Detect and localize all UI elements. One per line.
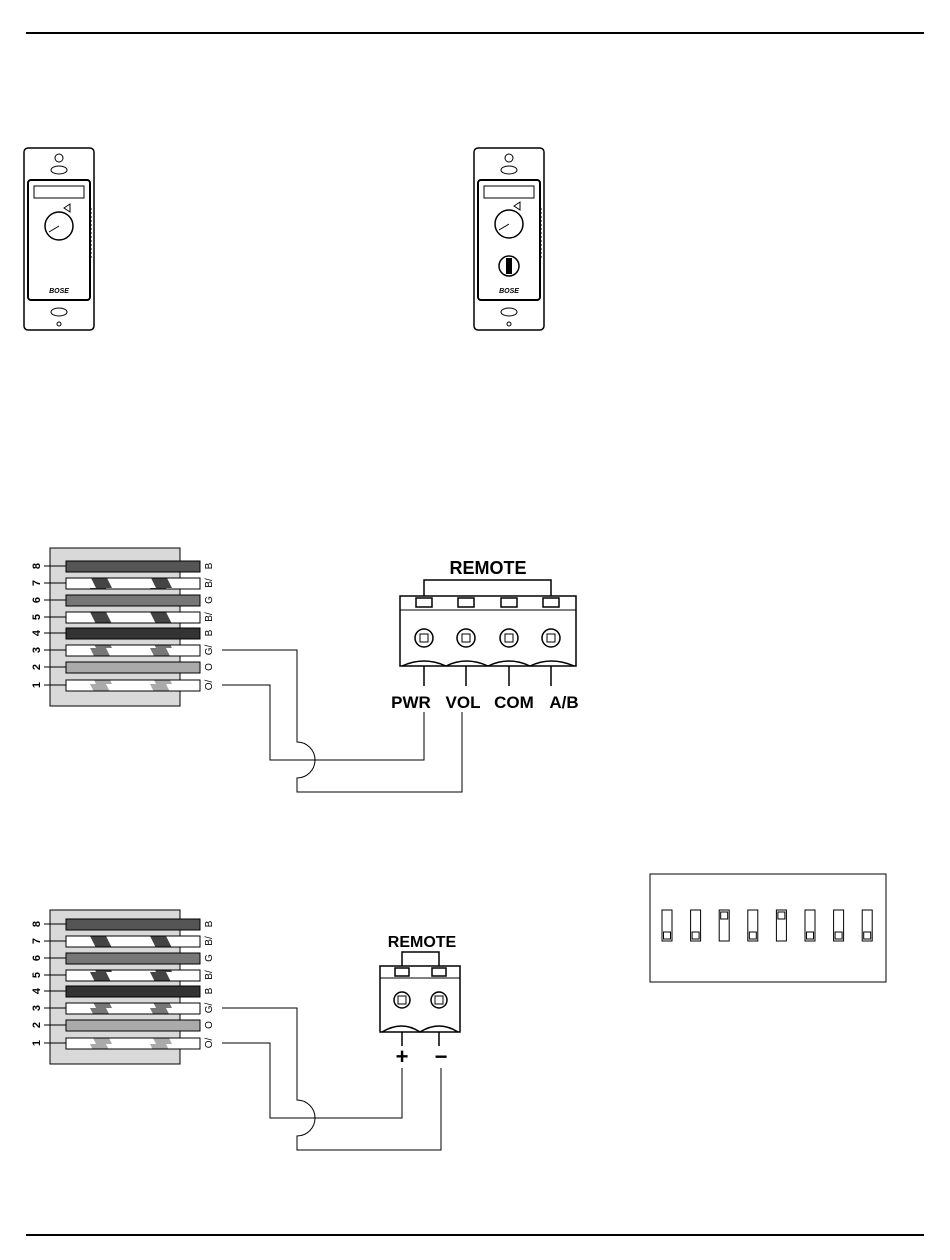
dip-switch-7[interactable] [834, 910, 844, 941]
pin-number: 5 [31, 972, 43, 978]
dip-switch-5[interactable] [776, 910, 786, 941]
pin-numbers-top: 8 7 6 5 4 3 2 1 [31, 563, 43, 688]
pin-number: 2 [31, 1022, 43, 1028]
pin-number: 8 [31, 921, 43, 927]
dip-switch-knob [778, 912, 785, 919]
dip-switch-knob [749, 932, 756, 939]
terminal-label-minus: − [435, 1044, 448, 1069]
pin-number: 7 [31, 580, 43, 586]
pin-number: 5 [31, 614, 43, 620]
wire-8 [66, 561, 200, 572]
wire-2 [66, 662, 200, 673]
pin-number: 1 [31, 1040, 43, 1046]
connector-title: REMOTE [388, 934, 457, 951]
wire-color-label: G/ [204, 645, 215, 656]
wiring-lines-top [222, 650, 462, 792]
terminal-label-com: COM [494, 693, 534, 712]
wire-color-labels-bottom: B B/ G B/ B G/ O O/ [204, 920, 215, 1048]
wire-7 [66, 578, 200, 589]
dip-switch-1[interactable] [662, 910, 672, 941]
wire-color-label: B/ [204, 970, 215, 980]
wire-color-label: G [204, 596, 215, 604]
pin-number: 8 [31, 563, 43, 569]
wire-color-label: B [204, 629, 215, 636]
wire-3 [66, 1003, 200, 1014]
bose-logo: BOSE [49, 288, 69, 295]
wire-5 [66, 970, 200, 981]
wire-5 [66, 612, 200, 623]
wire-color-label: O/ [204, 1038, 215, 1049]
pin-number: 7 [31, 938, 43, 944]
dip-switch-knob [835, 932, 842, 939]
dip-switch-knob [721, 912, 728, 919]
remote-connector-4pin: REMOTE PWR VOL COM A/B [391, 558, 578, 712]
wire-color-label: G [204, 954, 215, 962]
pin-number: 1 [31, 682, 43, 688]
volume-selector-plate: BOSE [474, 148, 544, 330]
rj45-jack-top [44, 548, 200, 706]
wire-color-label: G/ [204, 1003, 215, 1014]
wire-7 [66, 936, 200, 947]
wire-8 [66, 919, 200, 930]
pin-number: 4 [31, 629, 43, 636]
wire-color-label: B [204, 920, 215, 927]
bose-logo: BOSE [499, 288, 519, 295]
terminal-label-plus: + [396, 1044, 409, 1069]
wire-color-label: O [204, 1021, 215, 1029]
dip-switch-knob [664, 932, 671, 939]
dip-switch-knob [807, 932, 814, 939]
wire-color-label: B [204, 562, 215, 569]
terminal-label-vol: VOL [446, 693, 481, 712]
dip-switch-3[interactable] [719, 910, 729, 941]
connector-title: REMOTE [449, 558, 526, 578]
pin-number: 3 [31, 1005, 43, 1011]
terminal-label-ab: A/B [549, 693, 578, 712]
pin-numbers-bottom: 8 7 6 5 4 3 2 1 [31, 921, 43, 1046]
pin-number: 4 [31, 987, 43, 994]
dip-switch-block [650, 874, 886, 982]
dip-switch-knob [692, 932, 699, 939]
wire-4 [66, 986, 200, 997]
wire-color-label: O/ [204, 680, 215, 691]
wire-2 [66, 1020, 200, 1031]
dip-switch-2[interactable] [691, 910, 701, 941]
wire-color-labels-top: B B/ G B/ B G/ O O/ [204, 562, 215, 690]
pin-number: 2 [31, 664, 43, 670]
dip-switch-8[interactable] [862, 910, 872, 941]
wire-4 [66, 628, 200, 639]
volume-control-plate: BOSE [24, 148, 94, 330]
dip-switch-4[interactable] [748, 910, 758, 941]
remote-connector-2pin: REMOTE + − [380, 934, 460, 1069]
terminal-label-pwr: PWR [391, 693, 431, 712]
pin-number: 3 [31, 647, 43, 653]
rj45-jack-bottom [44, 910, 200, 1064]
dip-switch-6[interactable] [805, 910, 815, 941]
pin-number: 6 [31, 955, 43, 961]
wire-6 [66, 953, 200, 964]
wire-6 [66, 595, 200, 606]
dip-switch-knob [864, 932, 871, 939]
wire-color-label: B/ [204, 936, 215, 946]
wire-3 [66, 645, 200, 656]
wire-1 [66, 1038, 200, 1049]
wire-color-label: B [204, 987, 215, 994]
wire-color-label: O [204, 663, 215, 671]
wire-color-label: B/ [204, 578, 215, 588]
wire-1 [66, 680, 200, 691]
wire-color-label: B/ [204, 612, 215, 622]
pin-number: 6 [31, 597, 43, 603]
